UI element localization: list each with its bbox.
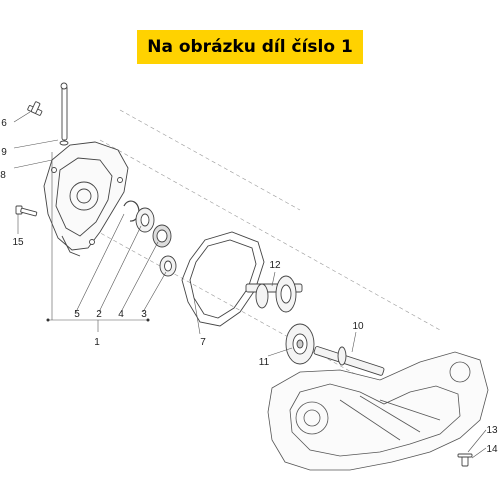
stud-bolt xyxy=(59,82,69,146)
seal-4 xyxy=(152,224,172,248)
callout-10: 10 xyxy=(352,321,364,332)
part-number-banner: Na obrázku díl číslo 1 xyxy=(137,30,363,64)
transmission-cover xyxy=(43,141,129,257)
circlip xyxy=(123,200,140,222)
gasket xyxy=(181,231,265,327)
engine-crankcase xyxy=(267,351,489,471)
bolt-6 xyxy=(27,101,43,116)
callout-15: 15 xyxy=(12,237,24,248)
callout-7: 7 xyxy=(200,337,206,348)
leader-lines xyxy=(13,111,487,459)
callout-1: 1 xyxy=(94,337,100,348)
leader-dots xyxy=(46,318,150,322)
callout-5: 5 xyxy=(74,309,80,320)
callout-9: 9 xyxy=(1,147,7,158)
gear-11 xyxy=(285,323,315,365)
banner-text: Na obrázku díl číslo 1 xyxy=(147,37,353,57)
callout-6: 6 xyxy=(1,118,7,129)
callout-3: 3 xyxy=(141,309,147,320)
callout-11: 11 xyxy=(259,357,270,368)
callout-2: 2 xyxy=(96,309,102,320)
callout-4: 4 xyxy=(118,309,124,320)
screw-14 xyxy=(457,453,473,467)
drive-shaft-10 xyxy=(313,346,385,376)
callout-13: 13 xyxy=(486,425,498,436)
callout-14: 14 xyxy=(486,444,498,455)
gear-shaft-12 xyxy=(245,275,303,313)
bearing-2 xyxy=(135,207,155,233)
callout-12: 12 xyxy=(269,260,281,271)
bearing-3 xyxy=(159,255,177,277)
bolt-15 xyxy=(15,205,38,217)
callout-8: 8 xyxy=(0,170,6,181)
